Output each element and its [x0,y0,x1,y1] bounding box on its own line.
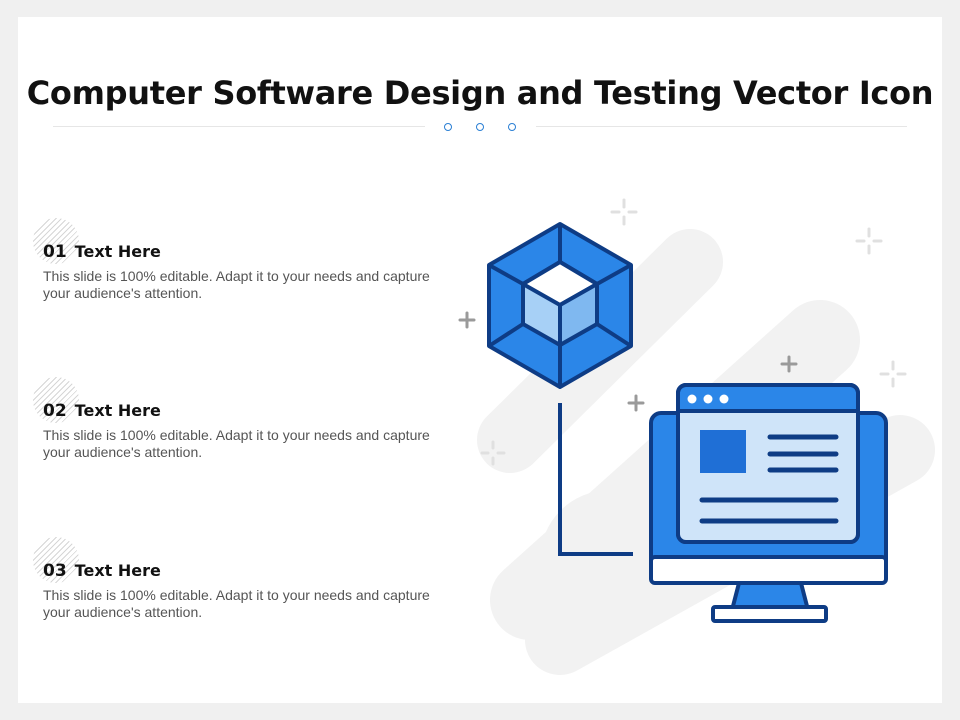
text-item-3: 03 Text Here This slide is 100% editable… [33,537,453,621]
item-description: This slide is 100% editable. Adapt it to… [43,587,430,620]
connector-line [558,403,633,556]
item-number: 03 [43,561,67,581]
item-number: 01 [43,242,67,262]
item-title: Text Here [74,401,161,420]
item-description: This slide is 100% editable. Adapt it to… [43,427,430,460]
cube-icon [487,222,633,389]
item-title: Text Here [74,242,161,261]
title-divider-right [536,126,907,127]
divider-dot [476,123,484,131]
hatch-decoration [33,537,79,583]
text-item-2: 02 Text Here This slide is 100% editable… [33,377,453,461]
monitor-icon [649,383,888,623]
hatch-decoration [33,377,79,423]
page-title: Computer Software Design and Testing Vec… [26,74,934,112]
sparkle-icon [480,198,907,466]
divider-dot [508,123,516,131]
software-illustration [458,198,935,675]
text-item-1: 01 Text Here This slide is 100% editable… [33,218,453,302]
item-number: 02 [43,401,67,421]
item-title: Text Here [74,561,161,580]
hatch-decoration [33,218,79,264]
item-description: This slide is 100% editable. Adapt it to… [43,268,430,301]
title-divider-left [53,126,425,127]
divider-dot [444,123,452,131]
